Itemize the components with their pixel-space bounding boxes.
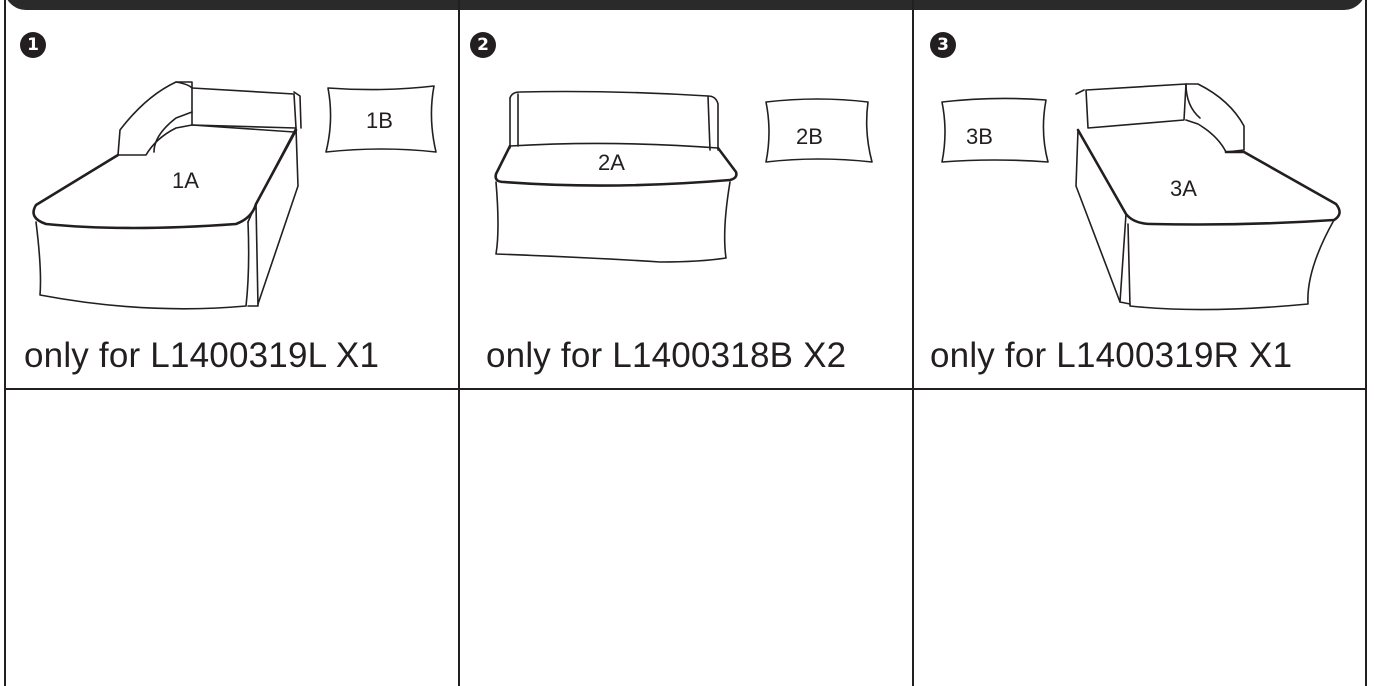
grid-border-right	[1365, 0, 1367, 686]
armless-seat-illustration	[460, 0, 912, 388]
panel-1: 1 1A 1B only for L1400319L X1	[6, 0, 458, 388]
empty-panel-4	[6, 390, 458, 686]
empty-panel-6	[914, 390, 1365, 686]
panel-caption: only for L1400318B X2	[486, 336, 846, 376]
panel-caption: only for L1400319R X1	[930, 336, 1292, 376]
chaise-left-illustration	[6, 0, 458, 388]
panel-3: 3 3B 3A only for L1400319R X1	[914, 0, 1365, 388]
part-label-seat: 2A	[598, 150, 625, 176]
panel-caption: only for L1400319L X1	[24, 336, 379, 376]
chaise-right-illustration	[914, 0, 1365, 388]
part-label-seat: 3A	[1170, 176, 1197, 202]
part-label-seat: 1A	[172, 168, 199, 194]
part-label-cushion: 1B	[366, 108, 393, 134]
panel-2: 2 2A 2B only for L1400318B X2	[460, 0, 912, 388]
empty-panel-5	[460, 390, 912, 686]
part-label-cushion: 2B	[796, 124, 823, 150]
